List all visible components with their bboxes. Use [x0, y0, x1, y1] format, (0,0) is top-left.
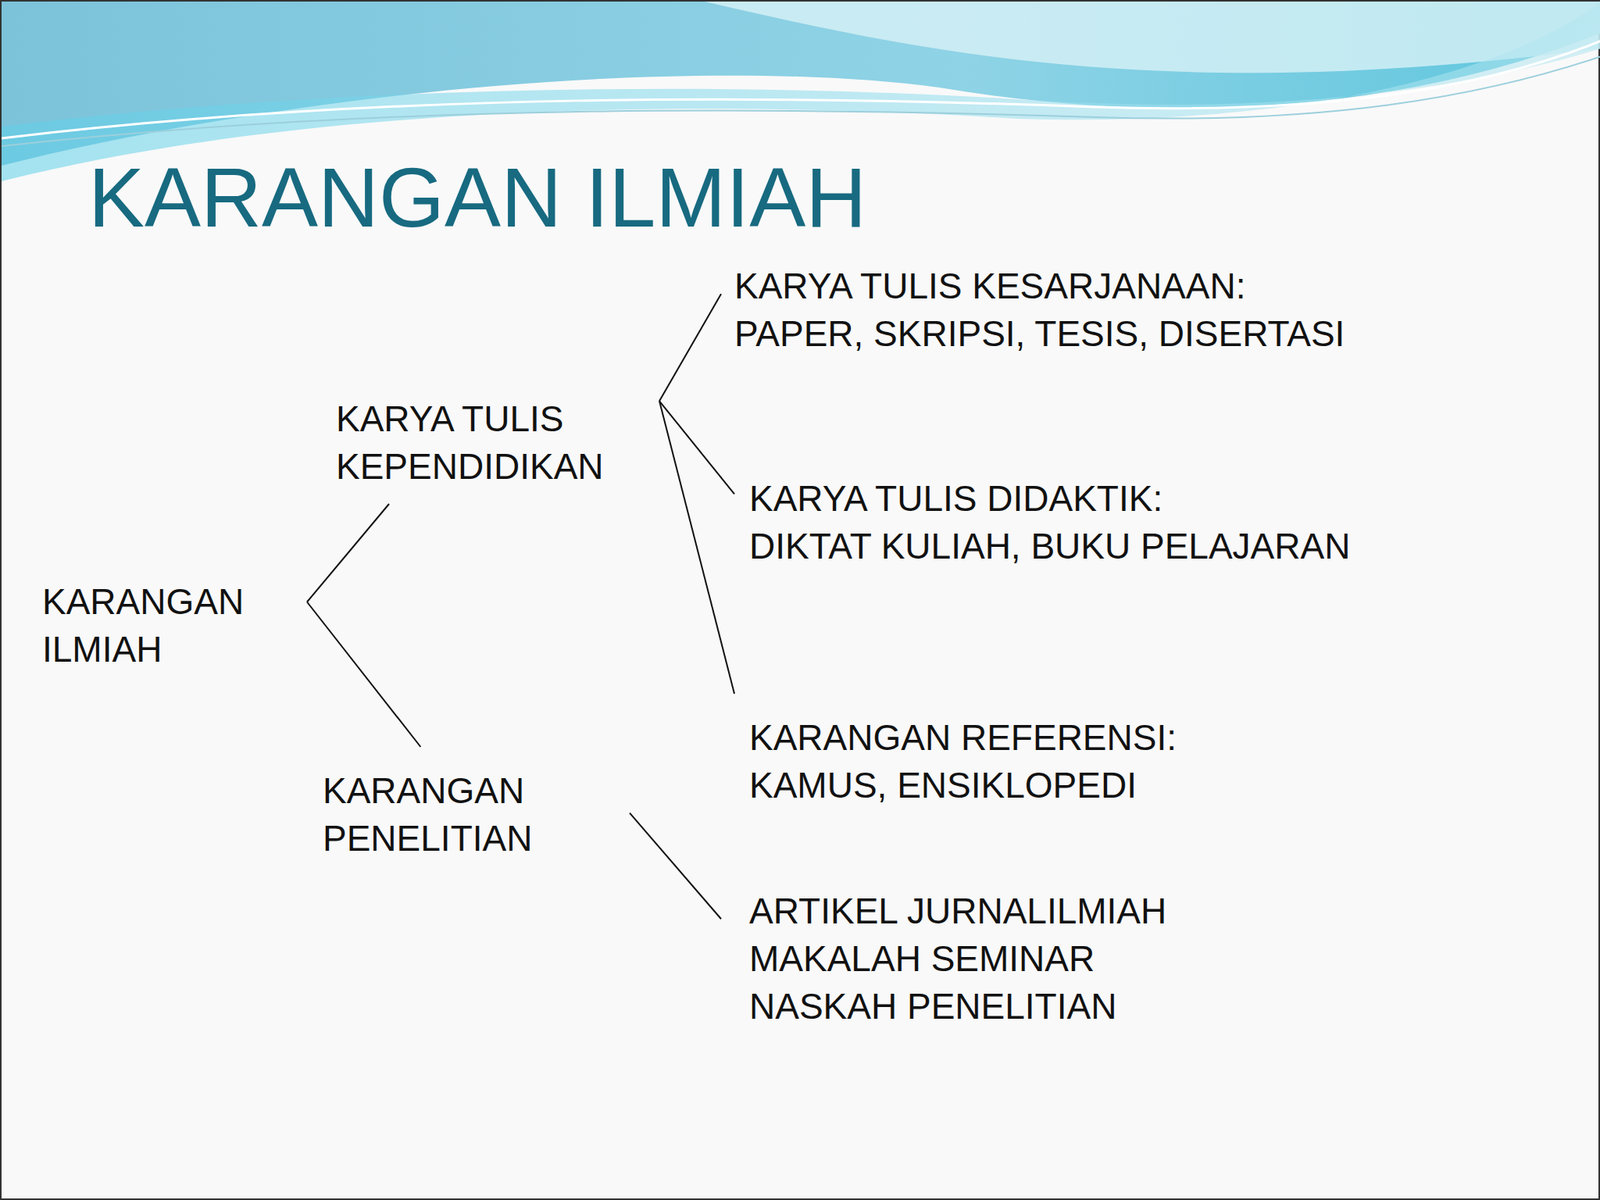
node-text: KARANGAN ILMIAH: [42, 578, 277, 674]
node-text: KARANGAN REFERENSI:: [749, 714, 1177, 762]
diagram-node: KARANGAN PENELITIAN: [322, 767, 620, 863]
connector-line: [629, 813, 722, 920]
node-text: KARYA TULIS KEPENDIDIKAN: [335, 395, 649, 491]
diagram-node: KARANGAN ILMIAH: [42, 578, 277, 674]
node-text: DIKTAT KULIAH, BUKU PELAJARAN: [749, 522, 1350, 571]
node-text: KARYA TULIS KESARJANAAN:: [734, 262, 1345, 311]
node-text: PAPER, SKRIPSI, TESIS, DISERTASI: [734, 310, 1345, 358]
node-text: MAKALAH SEMINAR: [749, 935, 1167, 983]
diagram-node: KARYA TULIS DIDAKTIK:DIKTAT KULIAH, BUKU…: [749, 475, 1350, 571]
diagram-node: KARYA TULIS KEPENDIDIKAN: [335, 395, 649, 491]
diagram-node: ARTIKEL JURNALILMIAHMAKALAH SEMINARNASKA…: [749, 887, 1167, 1031]
node-text: KAMUS, ENSIKLOPEDI: [749, 761, 1177, 810]
node-text: ARTIKEL JURNALILMIAH: [749, 887, 1167, 936]
connector-line: [659, 400, 735, 694]
connector-line: [659, 293, 722, 401]
slide-title: KARANGAN ILMIAH: [88, 151, 867, 245]
node-text: NASKAH PENELITIAN: [749, 982, 1167, 1031]
diagram-node: KARYA TULIS KESARJANAAN:PAPER, SKRIPSI, …: [734, 262, 1345, 358]
node-text: KARANGAN PENELITIAN: [322, 767, 620, 863]
diagram-node: KARANGAN REFERENSI:KAMUS, ENSIKLOPEDI: [749, 714, 1177, 810]
connector-line: [307, 602, 421, 748]
node-text: KARYA TULIS DIDAKTIK:: [749, 475, 1350, 523]
connector-line: [307, 503, 390, 603]
